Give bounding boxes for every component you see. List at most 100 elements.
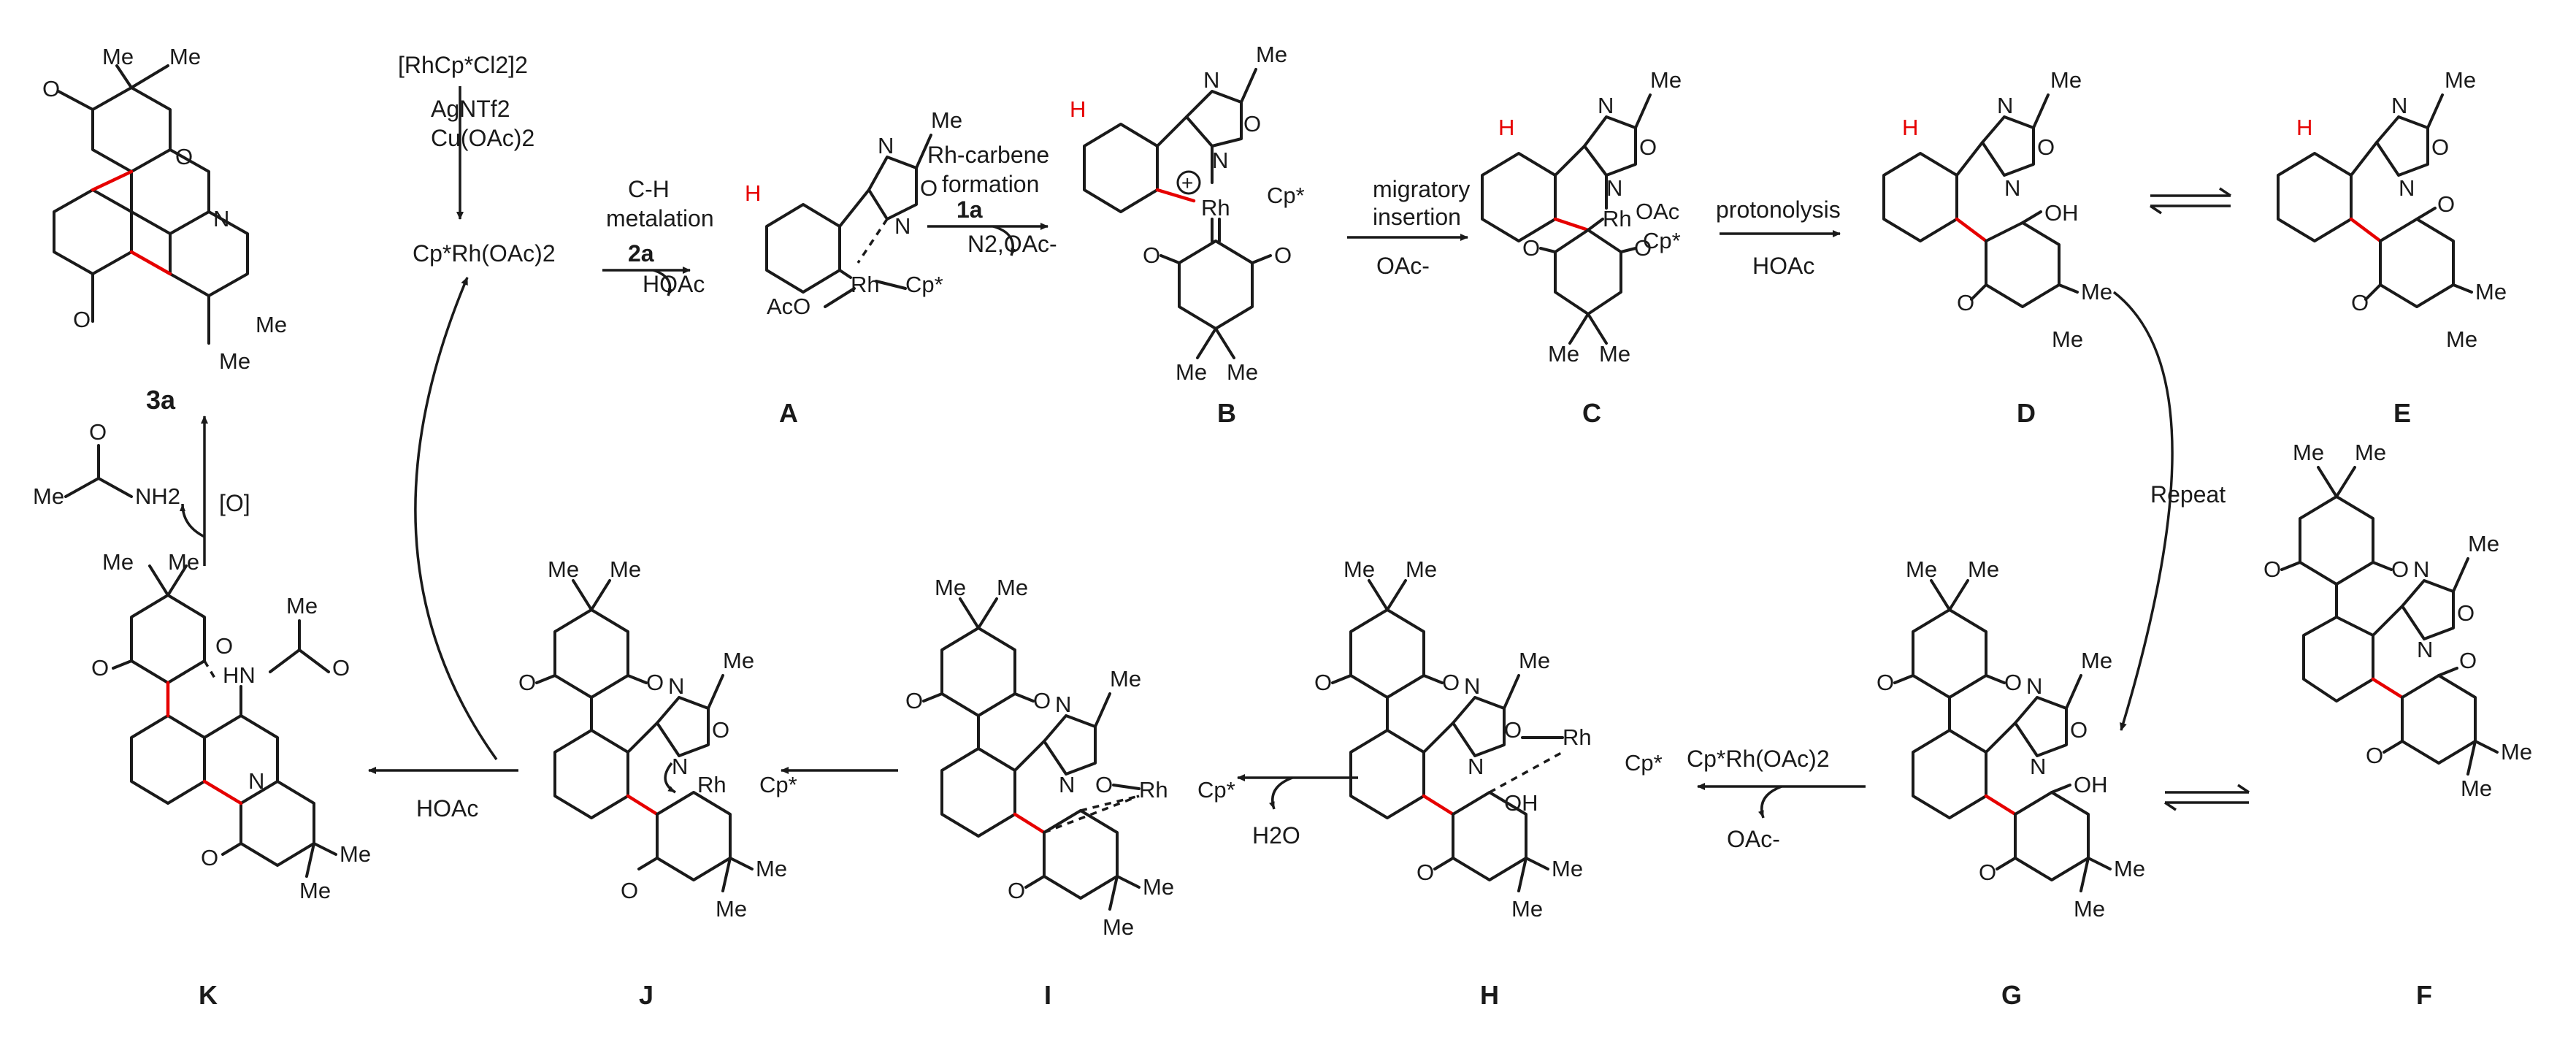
svg-text:Me: Me	[299, 878, 331, 903]
svg-text:Me: Me	[716, 896, 747, 922]
svg-text:OH: OH	[1504, 790, 1538, 816]
step-catalyst-regen: Cp*Rh(OAc)2 OAc-	[1687, 746, 1866, 852]
svg-text:Me: Me	[2468, 531, 2499, 556]
svg-text:O: O	[1417, 860, 1434, 885]
svg-text:N: N	[213, 206, 229, 231]
svg-text:Me: Me	[1519, 648, 1550, 673]
equilibrium-GF	[2164, 784, 2250, 811]
svg-text:[O]: [O]	[219, 490, 250, 516]
svg-text:Cp*: Cp*	[1625, 750, 1663, 776]
svg-text:Me: Me	[1176, 359, 1207, 385]
svg-text:Me: Me	[102, 549, 134, 575]
svg-text:O: O	[2431, 134, 2449, 160]
svg-text:N: N	[2417, 637, 2433, 662]
svg-text:O: O	[201, 845, 218, 870]
svg-text:Cp*: Cp*	[1197, 777, 1235, 803]
svg-text:HOAc: HOAc	[1752, 253, 1814, 279]
svg-text:Me: Me	[2052, 326, 2083, 352]
svg-text:N: N	[1464, 673, 1480, 699]
svg-text:H: H	[1498, 115, 1514, 140]
svg-text:Me: Me	[2355, 440, 2386, 465]
svg-text:N: N	[878, 133, 894, 158]
svg-text:Me: Me	[219, 348, 250, 374]
step-dehydration: H2O	[1237, 774, 1358, 849]
label-C: C	[1582, 398, 1601, 428]
svg-text:O: O	[2457, 600, 2475, 626]
svg-text:OAc: OAc	[1636, 199, 1679, 224]
svg-text:N: N	[1055, 692, 1071, 717]
svg-text:N: N	[2030, 754, 2046, 779]
svg-text:Me: Me	[610, 556, 641, 582]
svg-text:Me: Me	[1511, 896, 1543, 922]
svg-text:Me: Me	[1552, 856, 1583, 881]
svg-text:Me: Me	[256, 312, 287, 337]
svg-text:formation: formation	[942, 171, 1039, 197]
svg-text:Me: Me	[997, 575, 1028, 600]
svg-text:Me: Me	[756, 856, 787, 881]
svg-text:O: O	[2437, 191, 2455, 217]
svg-text:O: O	[2004, 670, 2022, 695]
svg-text:O: O	[1639, 134, 1657, 160]
svg-text:+: +	[1181, 172, 1193, 194]
svg-text:HOAc: HOAc	[416, 795, 478, 822]
svg-text:Me: Me	[2114, 856, 2145, 881]
svg-text:Rh: Rh	[1563, 724, 1592, 750]
svg-text:Me: Me	[1110, 666, 1141, 692]
svg-text:O: O	[89, 419, 107, 445]
label-J: J	[639, 980, 653, 1010]
compound-3a: Me Me O O N O Me Me 3a	[42, 44, 287, 415]
step-oxidation: [O] Me O NH2	[33, 416, 250, 566]
svg-text:Rh-carbene: Rh-carbene	[927, 142, 1049, 168]
svg-text:Cu(OAc)2: Cu(OAc)2	[431, 125, 534, 151]
svg-text:N: N	[2004, 175, 2020, 201]
svg-text:Me: Me	[1599, 341, 1630, 367]
svg-text:O: O	[1634, 235, 1652, 261]
svg-text:O: O	[1314, 670, 1332, 695]
svg-text:Me: Me	[1143, 874, 1174, 900]
svg-text:O: O	[1274, 242, 1292, 268]
svg-text:O: O	[1522, 235, 1540, 261]
svg-text:Cp*: Cp*	[905, 272, 943, 297]
svg-text:O: O	[518, 670, 536, 695]
svg-text:Me: Me	[168, 549, 199, 575]
svg-text:Me: Me	[1343, 556, 1375, 582]
svg-text:Me: Me	[548, 556, 579, 582]
label-G: G	[2001, 980, 2022, 1010]
svg-text:O: O	[2459, 648, 2477, 673]
intermediate-B: H Me N O N Rh Cp* + O O Me Me B	[1070, 42, 1305, 428]
svg-text:AgNTf2: AgNTf2	[431, 96, 510, 122]
svg-text:Rh: Rh	[1201, 195, 1230, 221]
label-B: B	[1217, 398, 1236, 428]
svg-text:N: N	[668, 673, 684, 699]
svg-text:O: O	[646, 670, 664, 695]
svg-text:O: O	[91, 655, 109, 681]
svg-text:H: H	[1902, 115, 1918, 140]
svg-text:N: N	[2413, 556, 2429, 582]
svg-text:Repeat: Repeat	[2150, 481, 2226, 508]
svg-text:metalation: metalation	[606, 205, 714, 231]
svg-text:O: O	[712, 717, 729, 743]
equilibrium-DE	[2150, 187, 2231, 215]
svg-text:O: O	[1243, 111, 1261, 137]
label-H: H	[1480, 980, 1499, 1010]
intermediate-H: Me Me O O Me N O N Rh Cp* OH O Me Me H	[1314, 556, 1663, 1010]
svg-text:Me: Me	[2446, 326, 2477, 352]
svg-text:H: H	[745, 180, 761, 206]
svg-text:N: N	[1212, 148, 1228, 173]
svg-text:protonolysis: protonolysis	[1716, 196, 1841, 223]
svg-text:N: N	[1059, 772, 1075, 797]
svg-text:H: H	[1070, 96, 1086, 122]
intermediate-C: H Me N O N Rh OAc Cp* O O Me Me C	[1481, 67, 1682, 428]
svg-text:O: O	[73, 307, 91, 332]
intermediate-A: H Me N O N Rh Cp* AcO A	[745, 107, 962, 428]
catalyst-activation: [RhCp*Cl2]2 AgNTf2 Cu(OAc)2 Cp*Rh(OAc)2	[398, 52, 556, 267]
svg-text:Me: Me	[340, 841, 371, 867]
step-aromatization: HOAc	[368, 767, 518, 822]
svg-text:Me: Me	[1103, 914, 1134, 940]
svg-text:N: N	[1203, 67, 1219, 93]
svg-text:Me: Me	[931, 107, 962, 133]
svg-text:Me: Me	[1906, 556, 1937, 582]
intermediate-I: Me Me O O Me N O N Rh Cp* O Me Me I	[905, 575, 1235, 1010]
svg-text:O: O	[621, 878, 638, 903]
